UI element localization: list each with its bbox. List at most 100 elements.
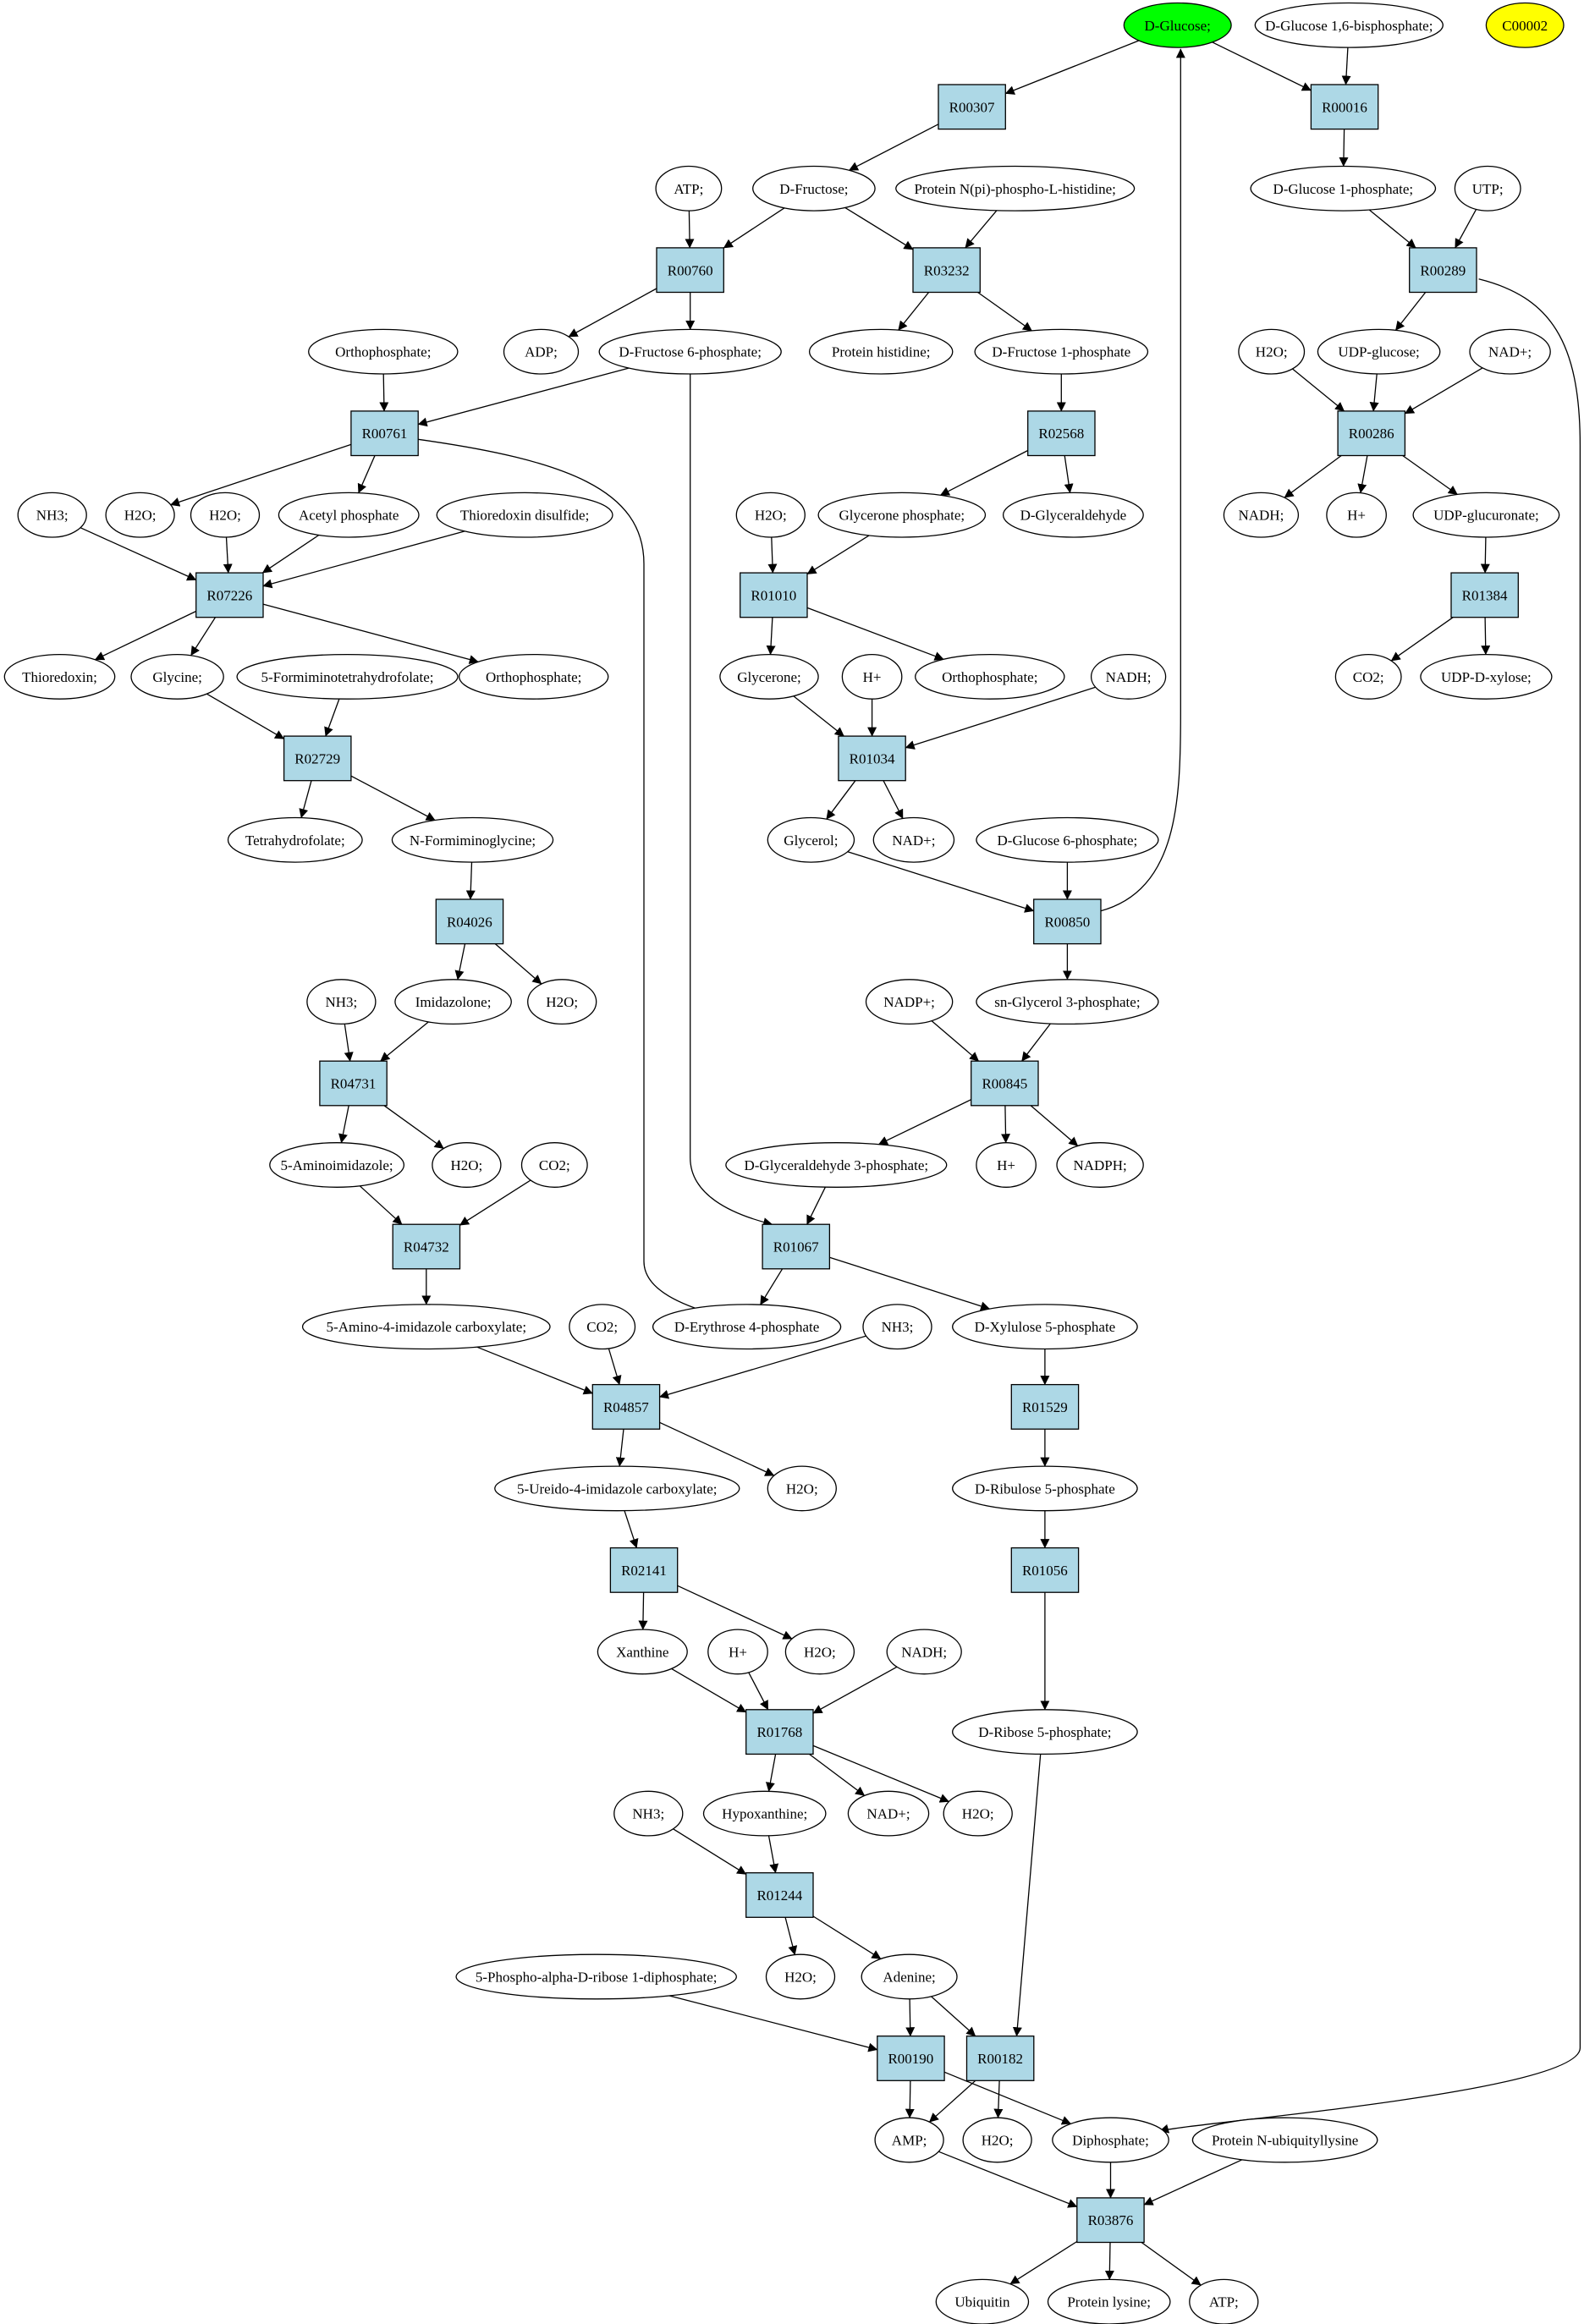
metabolite-node-atp1[interactable]: ATP; (655, 165, 723, 212)
metabolite-node-dribu5p[interactable]: D-Ribulose 5-phosphate (952, 1465, 1138, 1512)
reaction-node-r00760[interactable]: R00760 (656, 247, 724, 294)
reaction-node-r03876[interactable]: R03876 (1076, 2197, 1145, 2244)
reaction-node-r00182[interactable]: R00182 (965, 2036, 1035, 2081)
metabolite-node-amp[interactable]: AMP; (874, 2117, 944, 2163)
metabolite-node-h2o_g[interactable]: H2O; (767, 1465, 837, 1512)
metabolite-node-hplus_d[interactable]: H+ (707, 1629, 768, 1675)
reaction-node-r01384[interactable]: R01384 (1450, 572, 1519, 618)
metabolite-node-imidazolone[interactable]: Imidazolone; (394, 979, 512, 1025)
metabolite-node-udpglc[interactable]: UDP-glucose; (1317, 328, 1441, 375)
metabolite-node-ortho3[interactable]: Orthophosphate; (915, 653, 1065, 700)
reaction-node-r01056[interactable]: R01056 (1010, 1547, 1080, 1593)
metabolite-node-thioredoxin[interactable]: Thioredoxin; (3, 653, 116, 700)
metabolite-node-c00002[interactable]: C00002 (1485, 2, 1565, 48)
reaction-node-r04857[interactable]: R04857 (591, 1383, 661, 1430)
reaction-node-r02568[interactable]: R02568 (1027, 410, 1096, 457)
reaction-node-r01768[interactable]: R01768 (745, 1709, 814, 1755)
metabolite-node-xanthine[interactable]: Xanthine (597, 1629, 688, 1675)
metabolite-node-hplus_c[interactable]: H+ (976, 1142, 1037, 1188)
metabolite-node-5aminoimid[interactable]: 5-Aminoimidazole; (269, 1142, 405, 1188)
reaction-node-r00190[interactable]: R00190 (877, 2036, 945, 2081)
metabolite-node-dg6p[interactable]: D-Glucose 6-phosphate; (976, 816, 1159, 863)
metabolite-node-nh3_2[interactable]: NH3; (306, 979, 377, 1025)
metabolite-node-h2o_d[interactable]: H2O; (735, 492, 806, 538)
metabolite-node-ubiquitin[interactable]: Ubiquitin (935, 2278, 1030, 2324)
metabolite-node-h2o_k[interactable]: H2O; (962, 2117, 1032, 2163)
metabolite-node-prpp[interactable]: 5-Phospho-alpha-D-ribose 1-diphosphate; (455, 1953, 737, 2000)
reaction-node-r00289[interactable]: R00289 (1409, 247, 1477, 294)
metabolite-node-dfructose[interactable]: D-Fructose; (752, 165, 876, 212)
metabolite-node-nh3_4[interactable]: NH3; (613, 1790, 684, 1837)
reaction-node-r01244[interactable]: R01244 (745, 1872, 814, 1918)
metabolite-node-5u4ic[interactable]: 5-Ureido-4-imidazole carboxylate; (494, 1465, 740, 1512)
metabolite-node-atp2[interactable]: ATP; (1189, 2278, 1259, 2324)
metabolite-node-h2o_a[interactable]: H2O; (1238, 328, 1306, 375)
metabolite-node-nformgly[interactable]: N-Formiminoglycine; (391, 816, 554, 863)
metabolite-node-co2_b[interactable]: CO2; (520, 1142, 588, 1188)
metabolite-node-drib5p[interactable]: D-Ribose 5-phosphate; (952, 1709, 1138, 1755)
metabolite-node-h2o_h[interactable]: H2O; (784, 1629, 855, 1675)
metabolite-node-udpxyl[interactable]: UDP-D-xylose; (1420, 653, 1553, 700)
metabolite-node-h2o_e[interactable]: H2O; (527, 979, 597, 1025)
metabolite-node-dga3p[interactable]: D-Glyceraldehyde 3-phosphate; (725, 1142, 948, 1188)
metabolite-node-ortho2[interactable]: Orthophosphate; (458, 653, 609, 700)
metabolite-node-thf[interactable]: Tetrahydrofolate; (227, 816, 363, 863)
metabolite-node-glycerone[interactable]: Glycerone; (719, 653, 819, 700)
reaction-node-r04731[interactable]: R04731 (319, 1060, 388, 1107)
reaction-node-r07226[interactable]: R07226 (195, 572, 264, 618)
metabolite-node-h2o_c[interactable]: H2O; (190, 492, 261, 538)
metabolite-node-acetylp[interactable]: Acetyl phosphate (278, 492, 420, 538)
metabolite-node-adenine[interactable]: Adenine; (861, 1953, 958, 2000)
metabolite-node-5a4ic[interactable]: 5-Amino-4-imidazole carboxylate; (301, 1304, 551, 1350)
metabolite-node-dglyald[interactable]: D-Glyceraldehyde (1002, 492, 1144, 538)
metabolite-node-nadph[interactable]: NADPH; (1056, 1142, 1144, 1188)
metabolite-node-dg16bp[interactable]: D-Glucose 1,6-bisphosphate; (1254, 2, 1444, 48)
reaction-node-r00761[interactable]: R00761 (350, 410, 419, 457)
metabolite-node-ortho1[interactable]: Orthophosphate; (308, 328, 459, 375)
metabolite-node-h2o_i[interactable]: H2O; (943, 1790, 1013, 1837)
metabolite-node-hplus_a[interactable]: H+ (1326, 492, 1387, 538)
metabolite-node-nadp_a[interactable]: NAD+; (1469, 328, 1551, 375)
reaction-node-r00286[interactable]: R00286 (1337, 410, 1406, 457)
reaction-node-r02729[interactable]: R02729 (283, 735, 352, 782)
metabolite-node-h2o_f[interactable]: H2O; (432, 1142, 502, 1188)
metabolite-node-de4p[interactable]: D-Erythrose 4-phosphate (652, 1304, 842, 1350)
metabolite-node-nh3_1[interactable]: NH3; (17, 492, 87, 538)
reaction-node-r00307[interactable]: R00307 (938, 84, 1006, 130)
reaction-node-r01034[interactable]: R01034 (838, 735, 906, 782)
reaction-node-r04732[interactable]: R04732 (392, 1223, 461, 1270)
metabolite-node-protlys[interactable]: Protein lysine; (1047, 2278, 1171, 2324)
metabolite-node-dglucose[interactable]: D-Glucose; (1123, 2, 1232, 48)
reaction-node-r00850[interactable]: R00850 (1033, 898, 1102, 945)
metabolite-node-dg1p[interactable]: D-Glucose 1-phosphate; (1250, 165, 1437, 212)
metabolite-node-nadp_c[interactable]: NAD+; (847, 1790, 930, 1837)
metabolite-node-hypoxanthine[interactable]: Hypoxanthine; (702, 1790, 827, 1837)
metabolite-node-protnpi[interactable]: Protein N(pi)-phospho-L-histidine; (895, 165, 1136, 212)
metabolite-node-h2o_b[interactable]: H2O; (105, 492, 175, 538)
metabolite-node-nadpplus[interactable]: NADP+; (865, 979, 954, 1025)
metabolite-node-h2o_j[interactable]: H2O; (765, 1953, 836, 2000)
reaction-node-r04026[interactable]: R04026 (435, 898, 504, 945)
metabolite-node-diphosphate[interactable]: Diphosphate; (1052, 2117, 1169, 2163)
metabolite-node-protnubi[interactable]: Protein N-ubiquityllysine (1191, 2117, 1378, 2163)
metabolite-node-nadh_a[interactable]: NADH; (1223, 492, 1300, 538)
metabolite-node-udpglcur[interactable]: UDP-glucuronate; (1412, 492, 1560, 538)
metabolite-node-snglyc3p[interactable]: sn-Glycerol 3-phosphate; (976, 979, 1159, 1025)
reaction-node-r01529[interactable]: R01529 (1010, 1383, 1080, 1430)
metabolite-node-df6p[interactable]: D-Fructose 6-phosphate; (598, 328, 782, 375)
metabolite-node-nadp_b[interactable]: NAD+; (872, 816, 955, 863)
metabolite-node-glyceronep[interactable]: Glycerone phosphate; (817, 492, 987, 538)
reaction-node-r01010[interactable]: R01010 (740, 572, 808, 618)
metabolite-node-hplus_b[interactable]: H+ (841, 653, 903, 700)
metabolite-node-utp[interactable]: UTP; (1454, 165, 1521, 212)
reaction-node-r00845[interactable]: R00845 (971, 1060, 1039, 1107)
metabolite-node-dxyl5p[interactable]: D-Xylulose 5-phosphate (952, 1304, 1138, 1350)
metabolite-node-5formthf[interactable]: 5-Formiminotetrahydrofolate; (236, 653, 459, 700)
reaction-node-r01067[interactable]: R01067 (762, 1223, 831, 1270)
metabolite-node-prothis[interactable]: Protein histidine; (808, 328, 954, 375)
metabolite-node-thiodis[interactable]: Thioredoxin disulfide; (436, 492, 613, 538)
metabolite-node-glycine[interactable]: Glycine; (130, 653, 224, 700)
reaction-node-r02141[interactable]: R02141 (609, 1547, 679, 1593)
reaction-node-r00016[interactable]: R00016 (1310, 84, 1379, 130)
metabolite-node-nadh_c[interactable]: NADH; (886, 1629, 962, 1675)
